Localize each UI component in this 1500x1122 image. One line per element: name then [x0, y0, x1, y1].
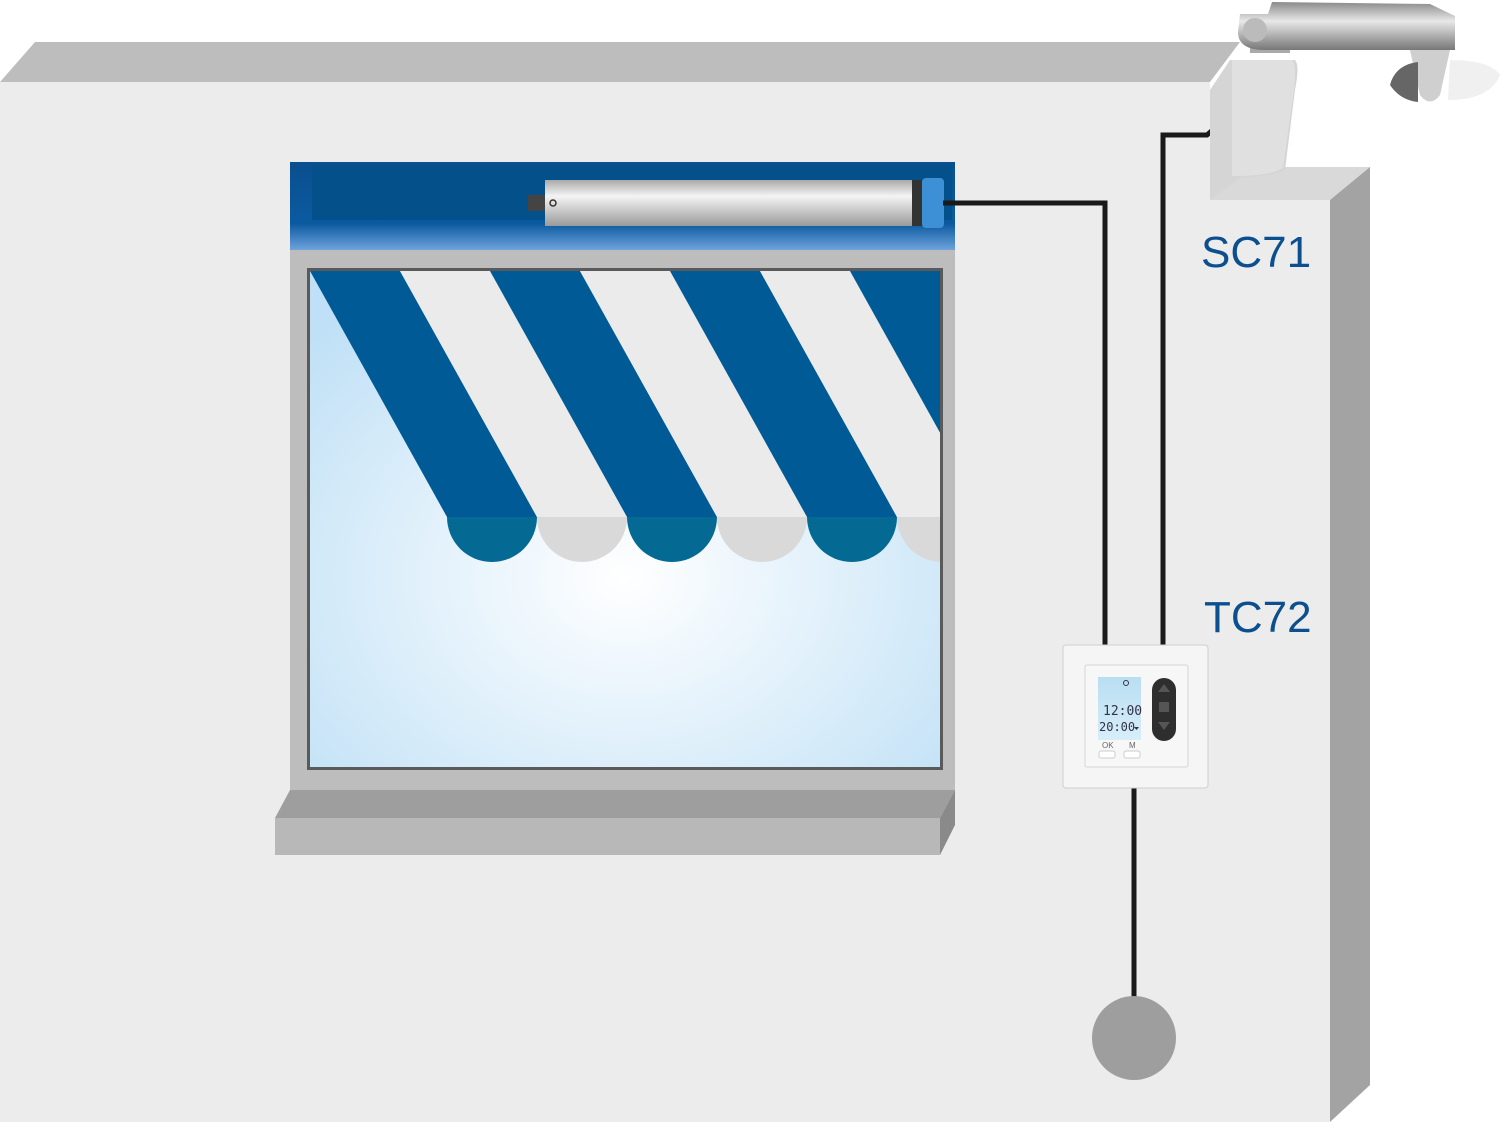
controller-label: TC72	[1204, 593, 1312, 642]
awning-fabric	[310, 271, 940, 562]
sun-wind-sensor-icon	[1210, 2, 1500, 200]
motor-tube-icon	[528, 178, 944, 228]
lcd-time: 12:00	[1103, 704, 1142, 719]
ok-label: OK	[1102, 741, 1114, 750]
ground-weight-icon	[1092, 996, 1176, 1080]
lcd-display	[1098, 677, 1141, 740]
ok-button[interactable]	[1098, 750, 1116, 759]
lcd-set-time: 20:00	[1099, 720, 1135, 734]
m-label: M	[1129, 741, 1136, 750]
timer-controller-icon: 12:00 20:00 OK M	[1062, 644, 1209, 789]
up-arrow-icon	[1158, 684, 1170, 692]
window-sill	[275, 790, 955, 818]
sensor-label: SC71	[1201, 228, 1311, 277]
down-arrow-icon	[1158, 722, 1170, 730]
m-button[interactable]	[1123, 750, 1141, 759]
stop-icon	[1159, 702, 1169, 712]
